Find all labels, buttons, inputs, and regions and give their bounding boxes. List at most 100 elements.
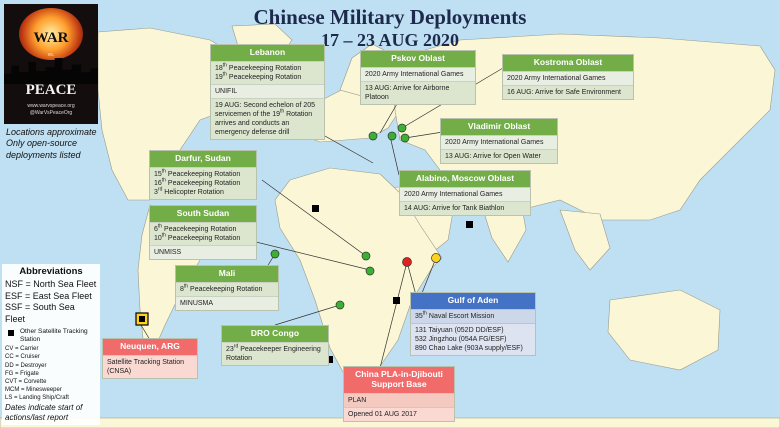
- box-row: UNMISS: [150, 244, 256, 259]
- ship-type-abbr: DD = Destroyer: [5, 362, 47, 369]
- ship-type-abbr: CV = Carrier: [5, 346, 39, 353]
- city-skyline-graphic: [4, 58, 98, 84]
- note-line: Locations approximate: [6, 127, 97, 137]
- station-legend-text: Other Satellite Tracking Station: [20, 327, 88, 343]
- tracking-station-indian-ocean: [466, 221, 473, 228]
- box-row: UNIFIL: [211, 83, 324, 98]
- abbreviations-heading: Abbreviations: [19, 266, 83, 277]
- marker-djibouti: [402, 257, 412, 267]
- fleet-abbr: NSF = North Sea Fleet: [5, 279, 97, 289]
- marker-vladimir: [400, 133, 410, 143]
- box-drc: DRO Congo 23rd Peacekeeper Engineering R…: [221, 325, 329, 366]
- tracking-station-namibia: [312, 205, 319, 212]
- dates-note: Dates indicate start of actions/last rep…: [5, 403, 83, 422]
- box-row: 13 AUG: Arrive for Open Water: [441, 148, 557, 163]
- box-alabino: Alabino, Moscow Oblast 2020 Army Interna…: [399, 170, 531, 216]
- box-row: 19 AUG: Second echelon of 205 servicemen…: [211, 98, 324, 140]
- marker-kostroma: [397, 123, 407, 133]
- box-row: 2020 Army International Games: [441, 134, 557, 149]
- land-antarctic: [0, 417, 780, 428]
- box-title: Lebanon: [211, 45, 324, 61]
- marker-neuquen-center: [139, 316, 145, 322]
- ship-type-abbr: CVT = Corvette: [5, 378, 47, 385]
- box-row: 14 AUG: Arrive for Tank Biathlon: [400, 200, 530, 215]
- row-text: 15th Peacekeeping Rotation: [154, 168, 241, 178]
- box-row: 16 AUG: Arrive for Safe Environment: [503, 84, 633, 99]
- row-text: 16th Peacekeeping Rotation: [154, 177, 241, 187]
- box-row: 23rd Peacekeeper Engineering Rotation: [222, 341, 328, 365]
- box-mali: Mali 8th Peacekeeping Rotation MINUSMA: [175, 265, 279, 311]
- station-legend: Other Satellite Tracking Station: [5, 328, 97, 344]
- box-row: 35th Naval Escort Mission: [411, 308, 535, 323]
- logo-handle: @WarVsPeaceOrg: [29, 109, 73, 116]
- box-title: Darfur, Sudan: [150, 151, 256, 167]
- station-square-icon: [8, 329, 14, 336]
- ship-type-abbr: MCM = Minesweeper: [5, 386, 62, 393]
- ship-type-abbr: CC = Cruiser: [5, 354, 40, 361]
- box-row: 15th Peacekeeping Rotation 16th Peacekee…: [150, 166, 256, 200]
- box-row: 2020 Army International Games: [400, 186, 530, 201]
- row-text: 890 Chao Lake (903A supply/ESF): [415, 345, 523, 353]
- ship-type-abbr: LS = Landing Ship/Craft: [5, 394, 69, 401]
- marker-south-sudan: [365, 266, 375, 276]
- box-title: Vladimir Oblast: [441, 119, 557, 135]
- box-row: 2020 Army International Games: [361, 66, 475, 81]
- marker-alabino: [387, 131, 397, 141]
- marker-gulf-of-aden: [431, 253, 441, 263]
- title-line-2: 17 – 23 AUG 2020: [320, 30, 459, 51]
- box-title: DRO Congo: [222, 326, 328, 342]
- box-gulf-of-aden: Gulf of Aden 35th Naval Escort Mission 1…: [410, 292, 536, 357]
- marker-darfur: [361, 251, 371, 261]
- box-title: South Sudan: [150, 206, 256, 222]
- tracking-station-kenya: [393, 297, 400, 304]
- box-row: Opened 01 AUG 2017: [344, 406, 454, 421]
- box-lebanon: Lebanon 18th Peacekeeping Rotation 19th …: [210, 44, 325, 141]
- box-row: 13 AUG: Arrive for Airborne Platoon: [361, 80, 475, 105]
- box-row: PLAN: [344, 392, 454, 407]
- box-vladimir: Vladimir Oblast 2020 Army International …: [440, 118, 558, 164]
- box-pskov: Pskov Oblast 2020 Army International Gam…: [360, 50, 476, 106]
- source-note: Locations approximate Only open-source d…: [6, 127, 97, 161]
- box-title: Alabino, Moscow Oblast: [400, 171, 530, 187]
- row-text: 532 Jingzhou (054A FG/ESF): [415, 335, 507, 343]
- box-row: 2020 Army International Games: [503, 70, 633, 85]
- box-row: Satellite Tracking Station (CNSA): [103, 354, 197, 378]
- box-south-sudan: South Sudan 6th Peacekeeping Rotation 10…: [149, 205, 257, 261]
- war-vs-peace-logo: WAR vs. PEACE www.warvspeace.org @WarVsP…: [4, 4, 98, 124]
- box-title: Gulf of Aden: [411, 293, 535, 309]
- marker-mali: [270, 249, 280, 259]
- box-djibouti: China PLA-in-Djibouti Support Base PLAN …: [343, 366, 455, 422]
- box-title: Neuquen, ARG: [103, 339, 197, 355]
- marker-pskov: [368, 131, 378, 141]
- title-line-1: Chinese Military Deployments: [253, 5, 527, 29]
- row-text: 10th Peacekeeping Rotation: [154, 232, 241, 242]
- land-africa: [274, 167, 443, 386]
- box-row: 131 Taiyuan (052D DD/ESF) 532 Jingzhou (…: [411, 322, 535, 356]
- box-title: Kostroma Oblast: [503, 55, 633, 71]
- map-title: Chinese Military Deployments 17 – 23 AUG…: [200, 5, 580, 51]
- logo-war: WAR: [33, 30, 69, 46]
- box-row: 8th Peacekeeping Rotation: [176, 281, 278, 296]
- logo-peace: PEACE: [25, 82, 77, 98]
- box-row: 6th Peacekeeping Rotation 10th Peacekeep…: [150, 221, 256, 245]
- land-southeast-asia: [559, 209, 611, 271]
- row-text: 6th Peacekeeping Rotation: [154, 223, 237, 233]
- explosion-graphic: [19, 8, 83, 60]
- tracking-station-south-atlantic: [326, 356, 333, 363]
- fleet-abbr: SSF = South Sea Fleet: [5, 302, 75, 325]
- marker-drc: [335, 300, 345, 310]
- logo-vs: vs.: [47, 52, 55, 58]
- box-neuquen: Neuquen, ARG Satellite Tracking Station …: [102, 338, 198, 379]
- ship-type-abbr: FG = Frigate: [5, 370, 39, 377]
- row-text: 18th Peacekeeping Rotation: [215, 62, 302, 72]
- row-text: 19th Peacekeeping Rotation: [215, 71, 302, 81]
- box-title: Pskov Oblast: [361, 51, 475, 67]
- fleet-abbr: ESF = East Sea Fleet: [5, 290, 92, 301]
- box-row: 18th Peacekeeping Rotation 19th Peacekee…: [211, 60, 324, 84]
- abbreviations-legend: Abbreviations NSF = North Sea Fleet ESF …: [2, 264, 100, 425]
- logo-web: www.warvspeace.org @WarVsPeaceOrg: [4, 103, 98, 116]
- row-text: 3rd Helicopter Rotation: [154, 186, 224, 196]
- note-line: deployments listed: [6, 149, 81, 160]
- box-kostroma: Kostroma Oblast 2020 Army International …: [502, 54, 634, 100]
- box-title: China PLA-in-Djibouti Support Base: [344, 367, 454, 393]
